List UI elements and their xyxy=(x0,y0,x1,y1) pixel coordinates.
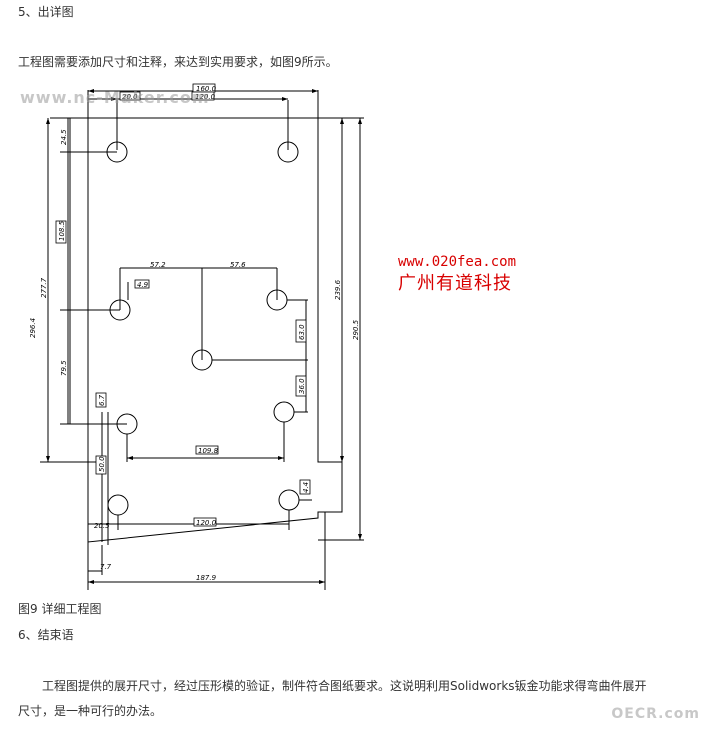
dim-label: 4.4 xyxy=(302,482,310,493)
dim-label: 277.7 xyxy=(40,277,48,298)
dim-label: 4.9 xyxy=(137,281,149,289)
dim-label: 120.0 xyxy=(195,93,216,101)
section-5-heading: 5、出详图 xyxy=(18,5,74,19)
dim-label: 160.0 xyxy=(196,85,217,93)
dim-label: 50.0 xyxy=(98,456,106,472)
url-watermark: www.020fea.com xyxy=(398,254,517,270)
intro-paragraph: 工程图需要添加尺寸和注释，来达到实用要求，如图9所示。 xyxy=(18,55,338,69)
dim-label: 239.6 xyxy=(334,279,342,300)
dim-label: 63.0 xyxy=(298,324,306,340)
dim-label: 120.0 xyxy=(196,519,217,527)
dim-label: 20.0 xyxy=(122,93,138,101)
site-watermark: www.nc-Maker.com xyxy=(20,88,210,107)
dim-label: 6.7 xyxy=(98,394,106,406)
conclusion-line-1: 工程图提供的展开尺寸，经过压形模的验证，制件符合图纸要求。这说明利用Solidw… xyxy=(42,679,647,693)
dim-label: 57.2 xyxy=(150,261,166,269)
dim-label: 108.5 xyxy=(58,220,66,241)
dim-label: 7.7 xyxy=(100,563,112,571)
section-6-heading: 6、结束语 xyxy=(18,628,74,642)
hole xyxy=(107,494,129,516)
dim-label: 290.5 xyxy=(352,319,360,340)
hole xyxy=(278,489,300,511)
dim-label: 57.6 xyxy=(230,261,246,269)
figure-caption: 图9 详细工程图 xyxy=(18,602,102,616)
dim-label: 20.5 xyxy=(94,522,110,530)
dim-label: 187.9 xyxy=(196,574,217,582)
hole xyxy=(277,141,299,163)
dim-label: 109.8 xyxy=(198,447,219,455)
dim-label: 296.4 xyxy=(29,318,37,338)
dim-label: 79.5 xyxy=(60,360,68,376)
oecr-watermark: OECR.com xyxy=(611,706,700,722)
engineering-drawing: 160.0 20.0 120.0 57.2 57.6 4.9 109.8 20.… xyxy=(29,83,364,590)
hole xyxy=(273,401,295,423)
conclusion-line-2: 尺寸，是一种可行的办法。 xyxy=(18,704,163,718)
company-watermark: 广州有道科技 xyxy=(398,273,512,294)
dim-label: 24.5 xyxy=(60,129,68,145)
dim-label: 36.0 xyxy=(298,378,306,394)
